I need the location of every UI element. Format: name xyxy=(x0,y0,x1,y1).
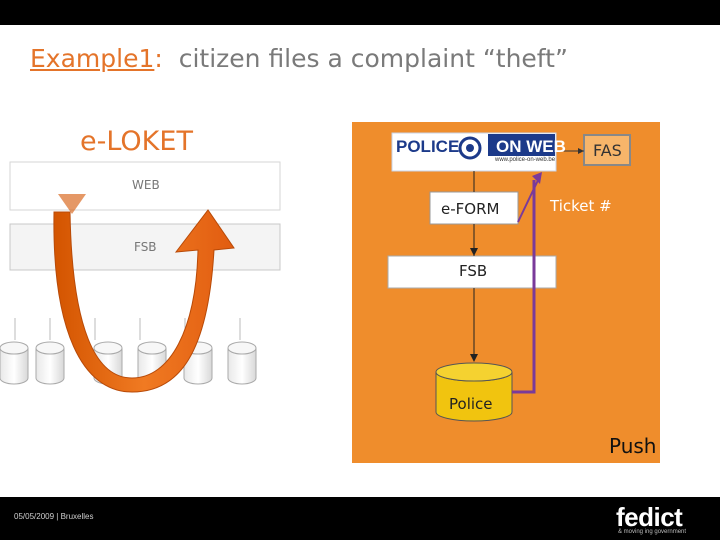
title-colon: : xyxy=(154,44,163,73)
arrow-tail-icon xyxy=(58,194,86,214)
e-loket-heading: e-LOKET xyxy=(80,126,193,157)
u-turn-arrow-icon xyxy=(53,209,235,393)
ticket-return-line xyxy=(512,180,536,394)
eform-box xyxy=(429,191,519,225)
fsb-box xyxy=(387,255,557,289)
logo-onweb-text: ON WEB xyxy=(496,137,566,156)
ticket-label: Ticket # xyxy=(550,197,612,215)
right-architecture xyxy=(352,122,660,463)
title-prefix: Example1 xyxy=(30,44,155,73)
bottom-bar xyxy=(0,497,720,540)
title-text: citizen files a complaint “theft” xyxy=(162,44,568,73)
web-layer-label: WEB xyxy=(132,178,160,192)
backend-databases xyxy=(0,341,257,385)
database-cylinder xyxy=(0,341,29,385)
fedict-logo: fedict xyxy=(616,502,683,532)
logo-url-text: www.police-on-web.be xyxy=(495,157,556,163)
fsb-label: FSB xyxy=(459,262,488,280)
eform-label: e-FORM xyxy=(441,200,500,218)
police-label: Police xyxy=(449,395,493,413)
database-cylinder xyxy=(35,341,65,385)
fedict-tagline: & moving ing government xyxy=(618,529,687,535)
web-layer-box xyxy=(9,161,281,211)
fsb-layer-label: FSB xyxy=(134,240,157,254)
fas-label: FAS xyxy=(593,141,622,160)
connector-lines xyxy=(14,318,241,340)
logo-police-text: POLICE xyxy=(396,137,460,156)
slide-title: Example1: citizen files a complaint “the… xyxy=(30,44,568,73)
database-cylinder xyxy=(227,341,257,385)
top-bar xyxy=(0,0,720,25)
push-label: Push xyxy=(609,434,657,458)
left-architecture xyxy=(0,161,281,393)
footer-date: 05/05/2009 | Bruxelles xyxy=(14,512,94,521)
fas-box xyxy=(583,134,631,166)
